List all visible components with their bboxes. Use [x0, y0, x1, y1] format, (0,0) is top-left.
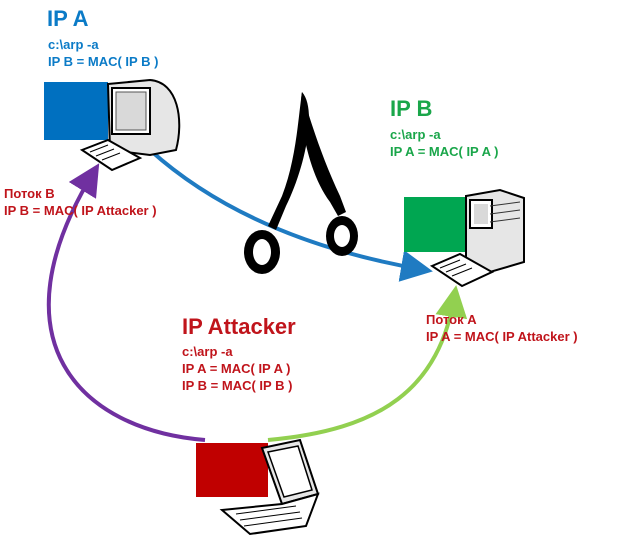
flow-b-arp-entry: IP B = MAC( IP Attacker ) — [4, 203, 157, 218]
host-a-color-square — [44, 82, 108, 140]
attacker-color-square — [196, 443, 268, 497]
host-b-computer — [404, 188, 525, 288]
attacker-title: IP Attacker — [182, 314, 296, 339]
host-a-title: IP A — [47, 6, 89, 31]
host-b-arp-entry: IP A = MAC( IP A ) — [390, 144, 499, 159]
flow-a-arp-entry: IP A = MAC( IP Attacker ) — [426, 329, 578, 344]
flow-a-label: Поток A — [426, 312, 477, 327]
attacker-command: c:\arp -a — [182, 344, 233, 359]
host-a-arp-entry: IP B = MAC( IP B ) — [48, 54, 159, 69]
host-a-command: c:\arp -a — [48, 37, 99, 52]
host-b-title: IP B — [390, 96, 433, 121]
laptop-computer-icon — [219, 438, 320, 536]
flow-b-arrow — [46, 163, 206, 442]
scissors-icon — [244, 92, 358, 274]
flow-b-label: Поток B — [4, 186, 55, 201]
attacker-arp-entry-a: IP A = MAC( IP A ) — [182, 361, 291, 376]
host-b-command: c:\arp -a — [390, 127, 441, 142]
attacker-computer — [196, 438, 320, 536]
desktop-computer-icon — [429, 188, 525, 288]
host-b-color-square — [404, 197, 466, 252]
flow-a-arrow — [267, 285, 468, 442]
attacker-arp-entry-b: IP B = MAC( IP B ) — [182, 378, 293, 393]
desktop-computer-icon — [79, 78, 181, 172]
host-a-computer — [44, 78, 181, 172]
direct-link-arrow — [148, 148, 433, 282]
